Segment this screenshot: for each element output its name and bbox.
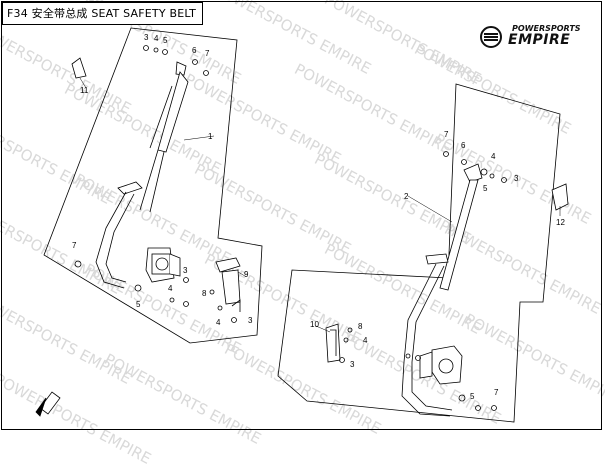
left-seat-belt (95, 61, 189, 289)
left-assembly-outline (43, 27, 263, 344)
callout-1: 1 (208, 132, 213, 141)
callout-5: 5 (136, 300, 141, 309)
brand-mark-icon (480, 26, 502, 48)
callout-4: 4 (363, 336, 368, 345)
callout-11: 11 (80, 86, 89, 95)
callout-6: 6 (192, 46, 197, 55)
logo-line-1: POWERSPORTS (512, 24, 581, 33)
parts-drawing (35, 27, 569, 423)
page-title: F34 安全带总成 SEAT SAFETY BELT (2, 2, 204, 25)
callout-4: 4 (216, 318, 221, 327)
callout-7: 7 (72, 241, 77, 250)
front-direction-arrow (35, 391, 61, 417)
callout-3: 3 (514, 174, 519, 183)
callout-7: 7 (494, 388, 499, 397)
cover-12 (551, 183, 569, 211)
callout-3: 3 (350, 360, 355, 369)
cover-11 (71, 57, 87, 79)
callout-5: 5 (470, 392, 475, 401)
callout-7: 7 (205, 49, 210, 58)
bracket-10 (325, 323, 341, 363)
callout-5: 5 (163, 36, 168, 45)
callout-12: 12 (556, 218, 565, 227)
callout-5: 5 (483, 184, 488, 193)
callout-3: 3 (144, 33, 149, 42)
right-hardware (339, 151, 507, 411)
callout-6: 6 (461, 141, 466, 150)
callout-4: 4 (491, 152, 496, 161)
left-buckle-9 (215, 257, 241, 312)
callout-9: 9 (244, 270, 249, 279)
brand-logo: POWERSPORTS EMPIRE (478, 22, 590, 50)
diagram-frame (1, 1, 602, 430)
right-seat-belt (401, 163, 483, 417)
callout-8: 8 (358, 322, 363, 331)
callout-3: 3 (248, 316, 253, 325)
logo-line-2: EMPIRE (508, 32, 571, 48)
callout-4: 4 (168, 284, 173, 293)
callout-3: 3 (183, 266, 188, 275)
callout-2: 2 (404, 192, 409, 201)
right-assembly-outline (277, 83, 561, 423)
left-hardware (74, 45, 237, 323)
callout-4: 4 (154, 34, 159, 43)
callout-10: 10 (310, 320, 319, 329)
callout-8: 8 (202, 289, 207, 298)
callout-7: 7 (444, 130, 449, 139)
